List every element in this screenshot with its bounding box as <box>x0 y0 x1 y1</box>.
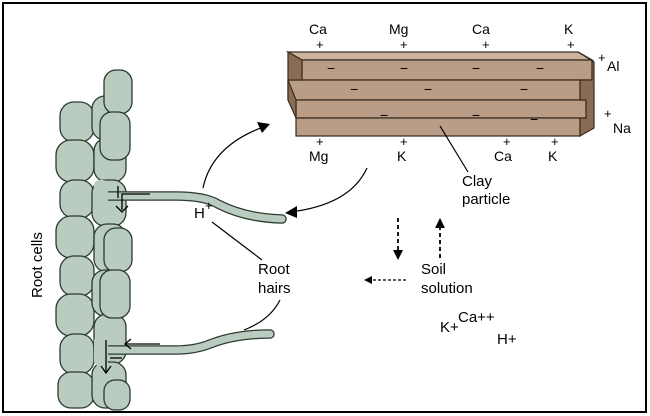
ion-calcium: Ca++ <box>458 309 495 326</box>
svg-text:Ca: Ca <box>309 21 327 37</box>
svg-text:Na: Na <box>613 120 631 136</box>
soil-solution-line1: Soil <box>421 261 446 278</box>
svg-text:Mg: Mg <box>389 21 408 37</box>
root-hairs-line1: Root <box>258 261 291 278</box>
svg-text:−: − <box>530 111 538 127</box>
svg-text:−: − <box>536 60 544 76</box>
svg-text:−: − <box>327 60 335 76</box>
svg-text:K: K <box>397 148 407 164</box>
clay-label-line2: particle <box>462 191 510 208</box>
svg-text:−: − <box>520 81 528 97</box>
svg-text:+: + <box>316 134 324 149</box>
hydrogen-ion-charge: + <box>205 198 213 213</box>
svg-text:+: + <box>598 50 606 65</box>
svg-text:+: + <box>551 134 559 149</box>
clay-bottom-cations: + Mg + K + Ca + K <box>309 134 559 164</box>
svg-text:−: − <box>380 107 388 123</box>
svg-text:−: − <box>350 81 358 97</box>
root-hairs-leader-lower <box>244 300 280 330</box>
svg-text:+: + <box>482 37 490 52</box>
svg-text:+: + <box>604 106 612 121</box>
clay-top-cations: Ca + Mg + Ca + K + <box>309 21 575 52</box>
svg-text:+: + <box>567 37 575 52</box>
ion-potassium: K+ <box>440 319 459 336</box>
soil-solution-line2: solution <box>421 280 473 297</box>
clay-label-line1: Clay <box>462 173 493 190</box>
svg-text:K: K <box>548 148 558 164</box>
root-hairs-line2: hairs <box>258 280 291 297</box>
svg-text:−: − <box>424 81 432 97</box>
root-cells-label: Root cells <box>29 232 46 298</box>
svg-text:Mg: Mg <box>309 148 328 164</box>
svg-text:+: + <box>400 134 408 149</box>
svg-text:K: K <box>564 21 574 37</box>
ion-hydrogen: H+ <box>497 331 517 348</box>
svg-text:−: − <box>400 60 408 76</box>
svg-text:+: + <box>400 37 408 52</box>
hydrogen-ion-label: H <box>194 205 205 222</box>
svg-text:−: − <box>472 107 480 123</box>
svg-text:−: − <box>472 60 480 76</box>
root-hairs-leader-upper <box>212 222 262 260</box>
svg-text:Ca: Ca <box>472 21 490 37</box>
clay-side-cations: + Al + Na <box>598 50 631 136</box>
svg-text:Ca: Ca <box>494 148 512 164</box>
svg-text:+: + <box>316 37 324 52</box>
svg-text:+: + <box>503 134 511 149</box>
svg-text:Al: Al <box>607 58 619 74</box>
